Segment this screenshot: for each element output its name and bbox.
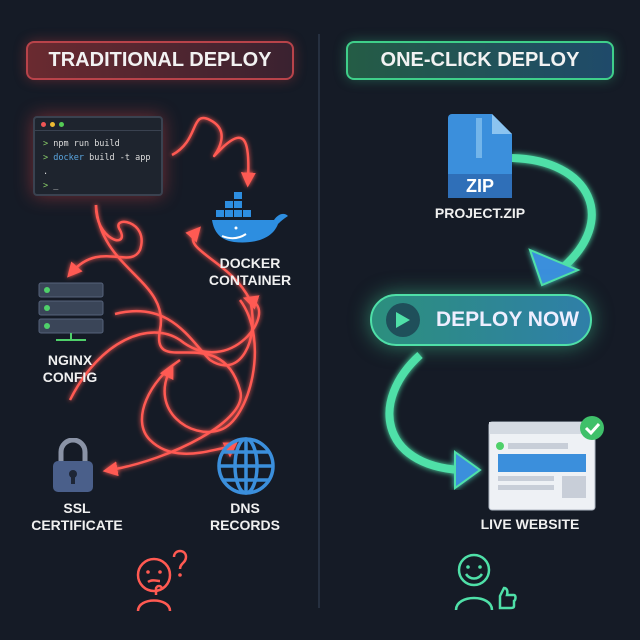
smiley-thumbs-up-icon: [454, 553, 517, 611]
arrow-to-ssl: [94, 204, 243, 477]
arrow-terminal-to-docker: [171, 116, 256, 188]
lock-icon: [53, 438, 93, 492]
terminal-line: build -t app .: [43, 153, 151, 177]
tangled-arrows: [67, 116, 261, 477]
arrow-to-nginx: [67, 204, 143, 278]
traditional-deploy-header: TRADITIONAL DEPLOY: [26, 41, 294, 80]
zip-file-icon: [448, 114, 512, 198]
terminal-line: npm run build: [53, 139, 120, 149]
arrow-loop: [159, 299, 256, 434]
one-click-deploy-header: ONE-CLICK DEPLOY: [346, 41, 614, 80]
terminal-window: > npm run build > docker build -t app . …: [33, 116, 163, 196]
zip-badge: ZIP: [465, 176, 494, 196]
green-flow-arrows: [385, 154, 596, 490]
arrow-to-docker-2: [68, 295, 261, 401]
deploy-now-button[interactable]: DEPLOY NOW: [370, 294, 592, 346]
play-icon: [386, 303, 420, 337]
divider: [318, 34, 320, 608]
server-icon: [38, 282, 104, 341]
check-icon: [580, 416, 604, 440]
browser-icon: [488, 416, 604, 511]
arrow-to-docker: [114, 226, 254, 367]
live-website-label: LIVE WEBSITE: [480, 516, 580, 532]
deploy-now-label: DEPLOY NOW: [436, 308, 580, 331]
docker-icon: [212, 192, 288, 243]
globe-icon: [217, 437, 275, 495]
project-zip-label: PROJECT.ZIP: [434, 205, 526, 221]
confused-face-icon: [136, 549, 188, 612]
arrow-to-dns: [140, 358, 238, 458]
